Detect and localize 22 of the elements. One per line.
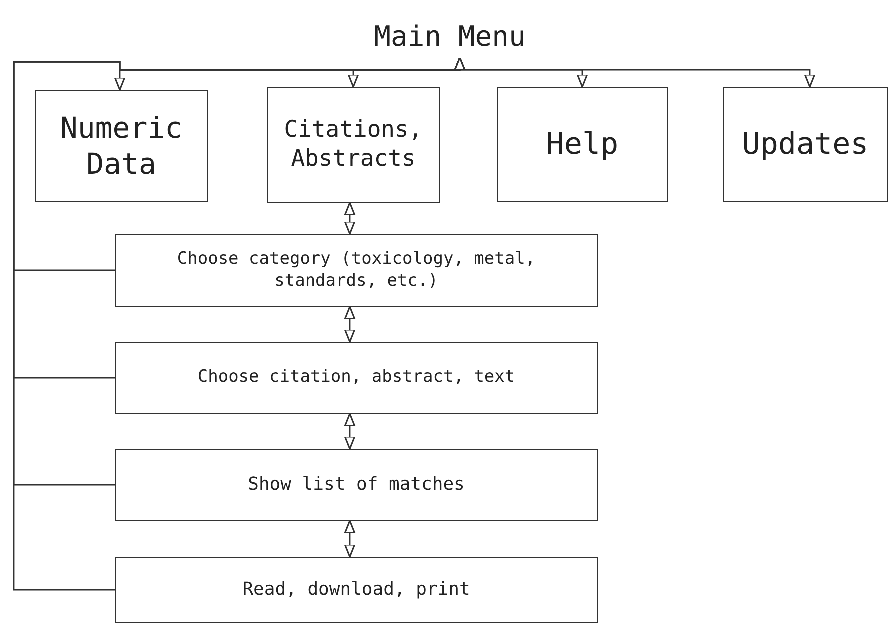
box-label: Updates [742, 126, 869, 164]
process-box [497, 87, 668, 202]
box-label: Read, download, print [242, 578, 470, 602]
arrow [13, 57, 466, 591]
arrow [344, 202, 356, 235]
box-label: Help [546, 126, 619, 164]
box-label: Choose category (toxicology, metal, standards, etc.) [176, 249, 537, 292]
arrow [344, 413, 356, 450]
process-box [35, 90, 208, 202]
box-label: Show list of matches [248, 474, 465, 496]
box-label: Numeric Data [59, 110, 184, 182]
process-box [115, 449, 598, 521]
process-box [723, 87, 888, 202]
process-box [115, 342, 598, 414]
menu-title: Main Menu [374, 18, 526, 54]
arrow [344, 306, 356, 343]
process-box [115, 234, 598, 307]
box-label: Citations, Abstracts [283, 116, 424, 174]
process-box [267, 87, 440, 203]
arrow [344, 520, 356, 558]
box-label: Choose citation, abstract, text [198, 367, 516, 389]
process-box [115, 557, 598, 623]
